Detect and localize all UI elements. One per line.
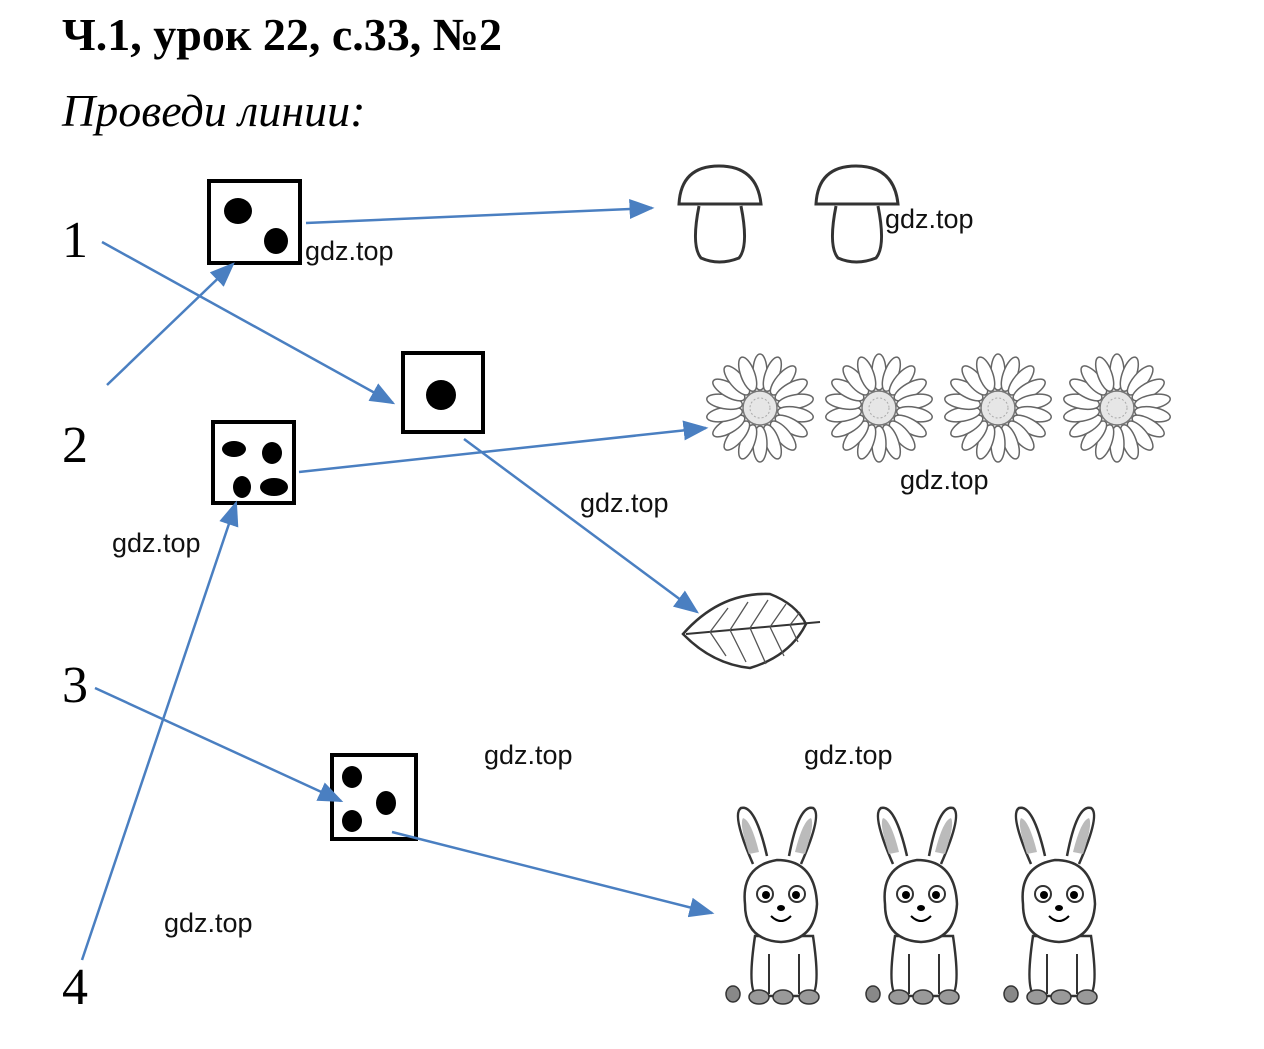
watermark: gdz.top [885, 204, 974, 234]
flower-icon [1061, 353, 1173, 463]
number-3: 3 [62, 657, 88, 714]
watermark: gdz.top [164, 908, 253, 938]
watermark: gdz.top [484, 740, 573, 770]
die-three-dots [330, 753, 418, 841]
watermark: gdz.top [900, 465, 989, 495]
arrow-3-to-die [94, 686, 344, 803]
arrow-1-to-die [101, 240, 396, 405]
arrow-die-to-rabbits [391, 830, 715, 918]
mushroom-icon [677, 164, 763, 264]
watermark: gdz.top [305, 236, 394, 266]
rabbit-icon [724, 806, 821, 1006]
number-2: 2 [62, 417, 88, 474]
mushroom-icon [814, 164, 900, 264]
watermark: gdz.top [804, 740, 893, 770]
arrow-2-to-die [106, 262, 235, 386]
watermark: gdz.top [580, 488, 669, 518]
leaf-icon [681, 592, 821, 670]
flower-icon [823, 353, 935, 463]
number-4: 4 [62, 959, 88, 1016]
arrow-die-to-mushrooms [305, 198, 655, 225]
flower-icon [704, 353, 816, 463]
die-one-dot [401, 351, 485, 434]
arrow-die-to-leaf [463, 437, 700, 614]
page-title: Ч.1, урок 22, с.33, №2 [62, 9, 502, 60]
watermark: gdz.top [112, 528, 201, 558]
number-1: 1 [62, 212, 88, 269]
instruction-text: Проведи линии: [62, 85, 366, 136]
die-two-dots [207, 179, 302, 265]
arrow-4-to-die [80, 500, 239, 961]
rabbit-icon [1002, 806, 1099, 1006]
flower-icon [942, 353, 1054, 463]
flower-group [704, 353, 1173, 463]
die-four-dots [211, 420, 296, 505]
rabbit-group [724, 806, 1099, 1006]
arrow-die-to-flowers [298, 420, 709, 474]
mushroom-group [677, 164, 900, 264]
rabbit-icon [864, 806, 961, 1006]
